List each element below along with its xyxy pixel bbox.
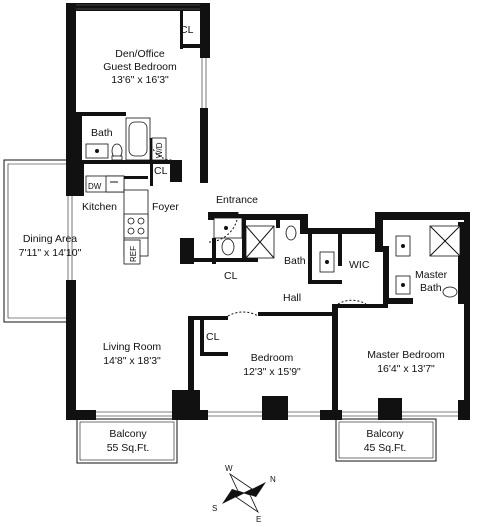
den-size: 13'6" x 16'3"	[111, 74, 169, 86]
stove	[123, 213, 149, 239]
exterior-walls	[66, 3, 470, 420]
master-bedroom-name: Master Bedroom	[367, 349, 445, 361]
bath-1-label: Bath	[91, 127, 113, 139]
balcony-1-size: 55 Sq.Ft.	[107, 442, 150, 454]
room-labels: CL Den/Office Guest Bedroom 13'6" x 16'3…	[19, 24, 448, 454]
hall-label: Hall	[283, 292, 301, 304]
toilet-1	[111, 143, 123, 161]
kitchen-closet-label: CL	[154, 165, 168, 177]
master-bath-fixtures	[395, 225, 461, 298]
windows	[67, 4, 458, 417]
refrigerator	[123, 239, 141, 265]
kitchen-label: Kitchen	[82, 201, 117, 213]
den-name-line-1: Den/Office	[115, 48, 165, 60]
dishwasher-label: DW	[88, 182, 102, 191]
door-swings	[149, 137, 367, 317]
den-closet-label: CL	[180, 24, 194, 36]
master-bedroom-size: 16'4" x 13'7"	[377, 363, 435, 375]
compass-s: S	[212, 504, 217, 513]
bedroom-name: Bedroom	[251, 352, 294, 364]
bedroom-size: 12'3" x 15'9"	[243, 366, 301, 378]
compass-icon: N S E W	[212, 464, 276, 524]
living-name: Living Room	[103, 341, 162, 353]
bedroom-closet-label: CL	[206, 331, 220, 343]
bathtub-1	[125, 117, 151, 161]
washer-dryer	[151, 137, 167, 161]
balcony-2-size: 45 Sq.Ft.	[364, 442, 407, 454]
dining-name: Dining Area	[23, 233, 77, 245]
compass-e: E	[256, 515, 261, 524]
balcony-right-outline	[335, 418, 437, 462]
living-size: 14'8" x 18'3"	[103, 355, 161, 367]
wic-label: WIC	[349, 259, 370, 271]
bath-2-label: Bath	[284, 255, 306, 267]
dining-terrace-outline	[3, 159, 70, 323]
balcony-2-name: Balcony	[366, 428, 404, 440]
balcony-1-name: Balcony	[109, 428, 147, 440]
entrance-label: Entrance	[216, 194, 258, 206]
master-bath-line-2: Bath	[420, 282, 442, 294]
sink-1	[85, 143, 109, 159]
foyer-label: Foyer	[152, 201, 179, 213]
bath-2-fixtures	[213, 217, 335, 273]
den-name-line-2: Guest Bedroom	[103, 61, 177, 73]
compass-n: N	[270, 475, 276, 484]
hall-closet-label: CL	[224, 270, 238, 282]
refrigerator-label: REF	[129, 246, 138, 262]
interior-walls	[76, 11, 464, 420]
compass-w: W	[225, 464, 233, 473]
dining-size: 7'11" x 14'10"	[19, 247, 82, 259]
washer-dryer-label: W/D	[155, 142, 164, 158]
master-bath-line-1: Master	[415, 269, 448, 281]
balcony-left-outline	[76, 418, 178, 464]
